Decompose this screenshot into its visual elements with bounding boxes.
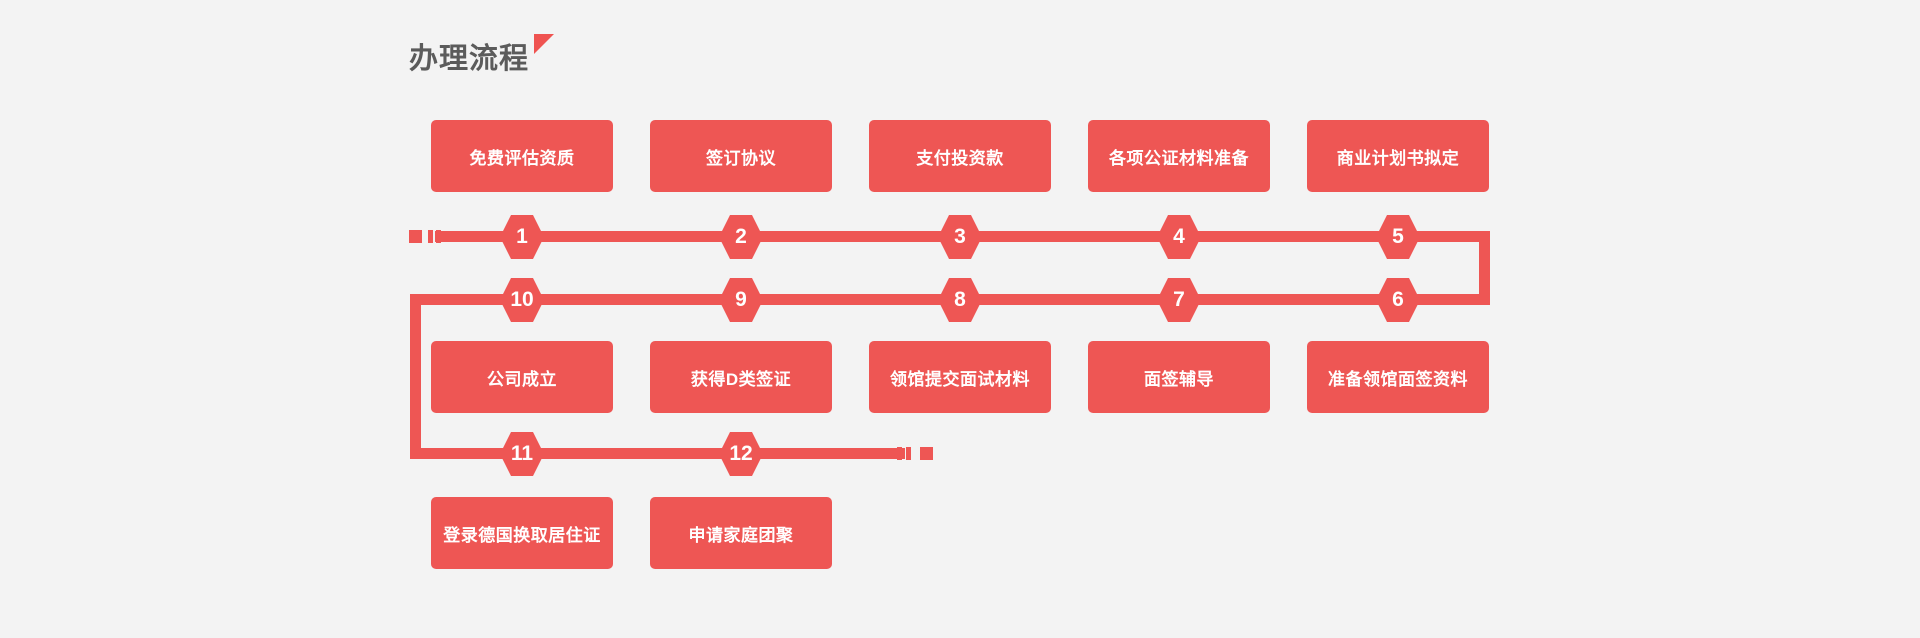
flow-step-number: 11 [510, 441, 534, 465]
timeline-rail-left-wrap [410, 294, 421, 459]
flow-step-number: 10 [510, 287, 534, 311]
flow-step-marker-10[interactable]: 10 [500, 278, 544, 322]
flow-step-number: 1 [516, 224, 528, 248]
page-title: 办理流程 [409, 43, 530, 75]
flow-step-box[interactable]: 签订协议 [650, 120, 832, 192]
page-title-block: 办理流程 [409, 34, 579, 82]
flow-step-number: 9 [735, 287, 747, 311]
timeline-start-bar-icon [436, 230, 441, 243]
flow-step-marker-12[interactable]: 12 [719, 432, 763, 476]
flow-step-box[interactable]: 免费评估资质 [431, 120, 613, 192]
flow-step-number: 5 [1392, 224, 1404, 248]
flow-step-marker-8[interactable]: 8 [938, 278, 982, 322]
triangle-corner-icon [534, 34, 554, 54]
timeline-end-bar-icon [906, 447, 911, 460]
flow-step-box[interactable]: 各项公证材料准备 [1088, 120, 1270, 192]
flow-step-box[interactable]: 准备领馆面签资料 [1307, 341, 1489, 413]
flow-step-number: 8 [954, 287, 966, 311]
flow-step-box[interactable]: 商业计划书拟定 [1307, 120, 1489, 192]
flow-step-marker-6[interactable]: 6 [1376, 278, 1420, 322]
flow-step-marker-11[interactable]: 11 [500, 432, 544, 476]
flow-step-box[interactable]: 登录德国换取居住证 [431, 497, 613, 569]
flow-step-marker-4[interactable]: 4 [1157, 215, 1201, 259]
flow-step-number: 2 [735, 224, 747, 248]
flow-step-box[interactable]: 面签辅导 [1088, 341, 1270, 413]
flow-step-number: 3 [954, 224, 966, 248]
flow-step-marker-5[interactable]: 5 [1376, 215, 1420, 259]
flow-step-number: 6 [1392, 287, 1404, 311]
flow-step-box[interactable]: 支付投资款 [869, 120, 1051, 192]
flow-step-box[interactable]: 获得D类签证 [650, 341, 832, 413]
timeline-start-bar-icon [428, 230, 433, 243]
flow-step-marker-3[interactable]: 3 [938, 215, 982, 259]
flow-step-box[interactable]: 申请家庭团聚 [650, 497, 832, 569]
flow-step-marker-7[interactable]: 7 [1157, 278, 1201, 322]
flow-step-number: 4 [1173, 224, 1185, 248]
flow-step-number: 12 [729, 441, 753, 465]
timeline-rail-right-wrap [1479, 231, 1490, 305]
flow-step-number: 7 [1173, 287, 1185, 311]
flow-step-box[interactable]: 公司成立 [431, 341, 613, 413]
timeline-end-square-icon [920, 447, 933, 460]
timeline-rail-row3 [410, 448, 905, 459]
flow-step-marker-2[interactable]: 2 [719, 215, 763, 259]
timeline-start-square-icon [409, 230, 422, 243]
flow-step-marker-1[interactable]: 1 [500, 215, 544, 259]
timeline-end-bar-icon [897, 447, 902, 460]
flow-step-box[interactable]: 领馆提交面试材料 [869, 341, 1051, 413]
flow-step-marker-9[interactable]: 9 [719, 278, 763, 322]
